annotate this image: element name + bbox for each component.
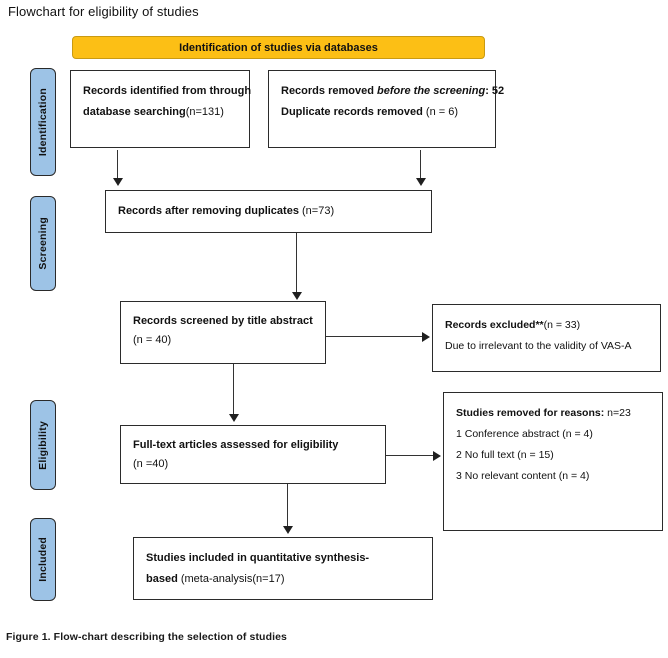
connector-fulltext-to-removed-reasons [386,455,435,457]
figure-caption: Figure 1. Flow-chart describing the sele… [6,631,287,643]
node-records-screened-line1: Records screened by title abstract [133,315,313,327]
arrowhead-fulltext-to-removed-reasons [433,451,441,461]
node-records-identified-line1: Records identified from through [83,85,252,97]
node-records-excluded: Records excluded**(n = 33) Due to irrele… [432,304,661,372]
node-records-removed-line2: Duplicate records removed (n = 6) [281,106,458,119]
node-studies-removed-line4: 3 No relevant content (n = 4) [456,470,590,482]
arrowhead-identified-to-afterdup [113,178,123,186]
stage-chip-screening: Screening [30,196,56,291]
stage-chip-included: Included [30,518,56,601]
connector-fulltext-to-included [287,484,289,528]
stage-label-screening: Screening [37,217,49,270]
node-fulltext-assessed: Full-text articles assessed for eligibil… [120,425,386,484]
stage-chip-identification: Identification [30,68,56,176]
node-records-screened: Records screened by title abstract (n = … [120,301,326,364]
node-studies-removed-line1: Studies removed for reasons: n=23 [456,407,631,419]
node-studies-included: Studies included in quantitative synthes… [133,537,433,600]
stage-label-identification: Identification [37,87,49,157]
connector-afterdup-to-screened [296,233,298,293]
connector-screened-to-excluded [326,336,424,338]
arrowhead-fulltext-to-included [283,526,293,534]
node-records-identified-line2: database searching(n=131) [83,106,224,119]
node-fulltext-assessed-line1: Full-text articles assessed for eligibil… [133,439,339,451]
arrowhead-screened-to-fulltext [229,414,239,422]
arrowhead-removed-to-afterdup [416,178,426,186]
node-studies-removed-for-reasons: Studies removed for reasons: n=23 1 Conf… [443,392,663,531]
arrowhead-afterdup-to-screened [292,292,302,300]
node-records-after-duplicates-line1: Records after removing duplicates (n=73) [118,204,335,217]
stage-chip-eligibility: Eligibility [30,400,56,490]
connector-removed-to-afterdup [420,150,422,180]
node-records-excluded-line2: Due to irrelevant to the validity of VAS… [445,340,632,352]
node-records-screened-line2: (n = 40) [133,334,172,347]
identification-banner-label: Identification of studies via databases [179,41,378,54]
stage-label-eligibility: Eligibility [37,420,49,470]
connector-screened-to-fulltext [233,364,235,414]
page-title: Flowchart for eligibility of studies [8,4,199,19]
connector-identified-to-afterdup [117,150,119,180]
node-studies-included-line1: Studies included in quantitative synthes… [146,552,370,564]
node-records-removed-line1: Records removed before the screening: 52 [281,85,505,97]
node-records-after-duplicates: Records after removing duplicates (n=73) [105,190,432,233]
node-records-identified: Records identified from through database… [70,70,252,148]
node-fulltext-assessed-line2: (n =40) [133,458,169,471]
stage-label-included: Included [37,537,49,582]
node-records-excluded-line1: Records excluded**(n = 33) [445,319,581,331]
node-studies-removed-line3: 2 No full text (n = 15) [456,449,554,461]
identification-banner: Identification of studies via databases [72,36,485,59]
node-studies-removed-line2: 1 Conference abstract (n = 4) [456,428,593,440]
node-studies-included-line2: based (meta-analysis(n=17) [146,573,285,586]
arrowhead-screened-to-excluded [422,332,430,342]
node-records-removed-before-screening: Records removed before the screening: 52… [268,70,505,148]
